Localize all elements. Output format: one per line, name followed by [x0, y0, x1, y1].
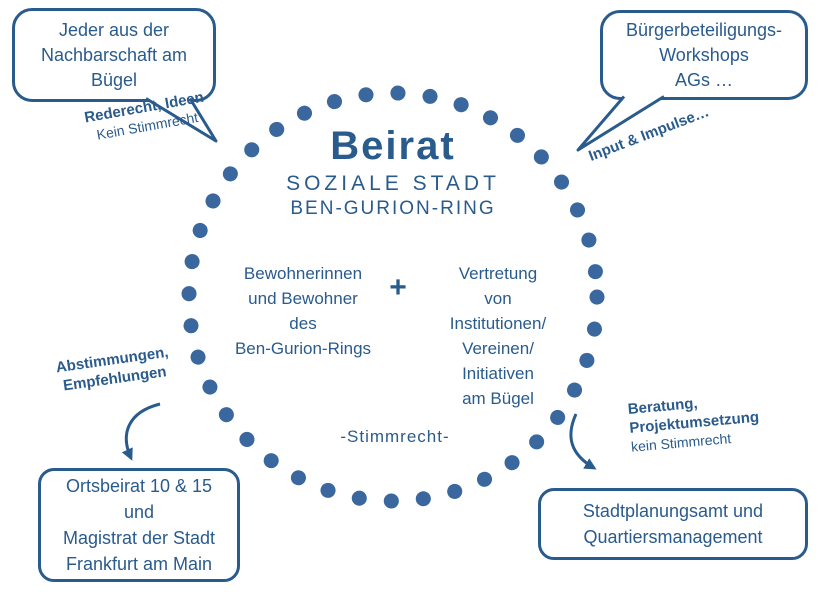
bubble-line: Workshops	[659, 44, 749, 65]
voting-right-note: -Stimmrecht-	[340, 427, 450, 446]
bubble-line: Bürgerbeteiligungs-	[625, 19, 783, 40]
box-line: Stadtplanungsamt und	[582, 501, 764, 521]
box-stadtplanungsamt: Stadtplanungsamt und Quartiersmanagement	[538, 488, 808, 560]
group-line: von	[484, 289, 512, 308]
annotation-bottom-left: Abstimmungen, Empfehlungen	[44, 341, 183, 397]
box-ortsbeirat-magistrat: Ortsbeirat 10 & 15 und Magistrat der Sta…	[38, 468, 240, 582]
annotation-bold-line: Input & Impulse…	[586, 103, 712, 165]
members-institutions-group: Vertretung von Institutionen/ Vereinen/ …	[413, 261, 583, 411]
group-line: am Bügel	[462, 389, 534, 408]
group-line: Initiativen	[462, 364, 534, 383]
group-line: Institutionen/	[449, 314, 547, 333]
bubble-workshops: Bürgerbeteiligungs- Workshops AGs …	[600, 10, 808, 100]
annotation-top-right: Input & Impulse…	[586, 98, 724, 166]
bubble-line: Jeder aus der	[58, 19, 170, 40]
bubble-line: Bügel	[90, 69, 138, 90]
members-residents-group: Bewohnerinnen und Bewohner des Ben-Gurio…	[213, 261, 393, 361]
bubble-neighbourhood: Jeder aus der Nachbarschaft am Bügel	[12, 8, 216, 102]
diagram-subtitle-line2: BEN-GURION-RING	[290, 198, 496, 219]
bubble-line: Nachbarschaft am	[40, 44, 188, 65]
diagram-subtitle-line1: SOZIALE STADT	[286, 172, 500, 195]
group-line: des	[289, 314, 317, 333]
bubble-line: AGs …	[674, 69, 733, 90]
annotation-bottom-right: Beratung, Projektumsetzung kein Stimmrec…	[627, 387, 781, 457]
group-line: Vertretung	[458, 264, 538, 283]
group-line: Vereinen/	[462, 339, 534, 358]
box-line: Frankfurt am Main	[65, 554, 213, 574]
group-line: Bewohnerinnen	[243, 264, 363, 283]
box-line: Magistrat der Stadt	[62, 528, 216, 548]
box-line: Ortsbeirat 10 & 15	[65, 476, 213, 496]
arrow-bottom-left	[121, 402, 161, 461]
group-line: und Bewohner	[248, 289, 358, 308]
diagram-title: Beirat	[330, 124, 456, 168]
group-line: Ben-Gurion-Rings	[234, 339, 372, 358]
arrow-bottom-right	[569, 413, 597, 470]
box-line: und	[123, 502, 155, 522]
box-line: Quartiersmanagement	[583, 527, 763, 547]
plus-sign: +	[389, 271, 407, 304]
